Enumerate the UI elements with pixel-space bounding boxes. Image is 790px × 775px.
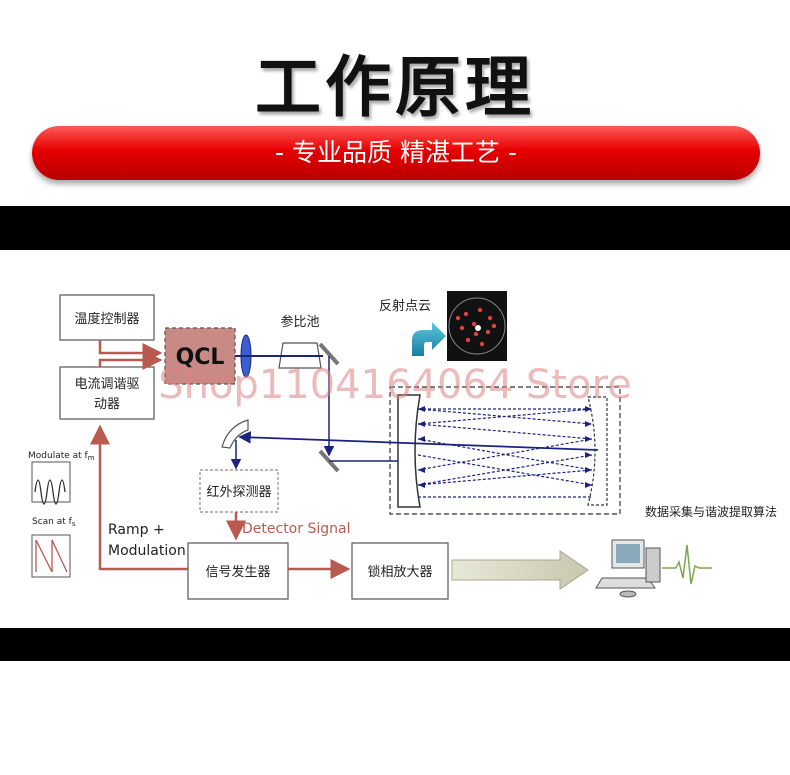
output-arrow — [451, 550, 589, 590]
temp-to-qcl-arrow — [98, 340, 163, 363]
reflection-cloud-image — [447, 291, 507, 361]
current-driver-box: 电流调谐驱 动器 — [59, 366, 155, 420]
subtitle-ribbon: - 专业品质 精湛工艺 - — [32, 126, 760, 180]
subtitle-text: - 专业品质 精湛工艺 - — [275, 138, 517, 167]
feedback-loop-arrow — [90, 424, 188, 571]
data-processing-label: 数据采集与谐波提取算法 — [645, 504, 777, 519]
harmonic-signal-icon — [662, 544, 712, 585]
computer-icon — [595, 539, 661, 598]
qcl-laser: QCL — [164, 327, 236, 385]
sawtooth-wave-icon — [35, 539, 68, 573]
signal-generator-label: 信号发生器 — [205, 564, 270, 580]
bottom-black-band — [0, 628, 790, 661]
modulate-label: Modulate at fm — [28, 451, 95, 462]
store-watermark: Shop1104164064 Store — [158, 362, 632, 408]
current-driver-label-2: 动器 — [94, 397, 120, 412]
left-mirror-icon — [397, 394, 421, 508]
sine-wave-icon — [34, 479, 66, 505]
cloud-pointer-arrow — [412, 322, 446, 356]
working-principle-diagram: 温度控制器 电流调谐驱 动器 QCL 参比池 反射点云 — [0, 250, 790, 628]
temp-controller-label: 温度控制器 — [74, 311, 139, 327]
scan-label: Scan at fs — [32, 517, 76, 528]
concave-mirror-icon — [221, 419, 249, 449]
ramp-label-2: Modulation — [108, 543, 186, 559]
lockin-amplifier-box: 锁相放大器 — [351, 542, 449, 600]
ramp-label-1: Ramp + — [108, 522, 165, 538]
right-mirror-icon — [587, 396, 608, 506]
current-driver-label-1: 电流调谐驱 — [74, 377, 139, 392]
multipass-cell — [389, 386, 621, 515]
reference-cell-label: 参比池 — [280, 314, 319, 330]
ir-detector-label: 红外探测器 — [206, 484, 271, 500]
page-title: 工作原理 — [255, 49, 535, 126]
driver-to-qcl-arrow — [98, 350, 163, 370]
top-mirror-icon — [318, 342, 340, 366]
detector-signal-label: Detector Signal — [242, 521, 350, 537]
reflection-cloud-label: 反射点云 — [379, 298, 431, 314]
signal-generator-box: 信号发生器 — [187, 542, 289, 600]
top-black-band — [0, 206, 790, 250]
lockin-amplifier-label: 锁相放大器 — [367, 564, 432, 580]
ir-detector-box: 红外探测器 — [199, 469, 279, 513]
qcl-label: QCL — [176, 345, 225, 370]
return-beam — [238, 431, 599, 451]
temp-controller-box: 温度控制器 — [59, 294, 155, 341]
